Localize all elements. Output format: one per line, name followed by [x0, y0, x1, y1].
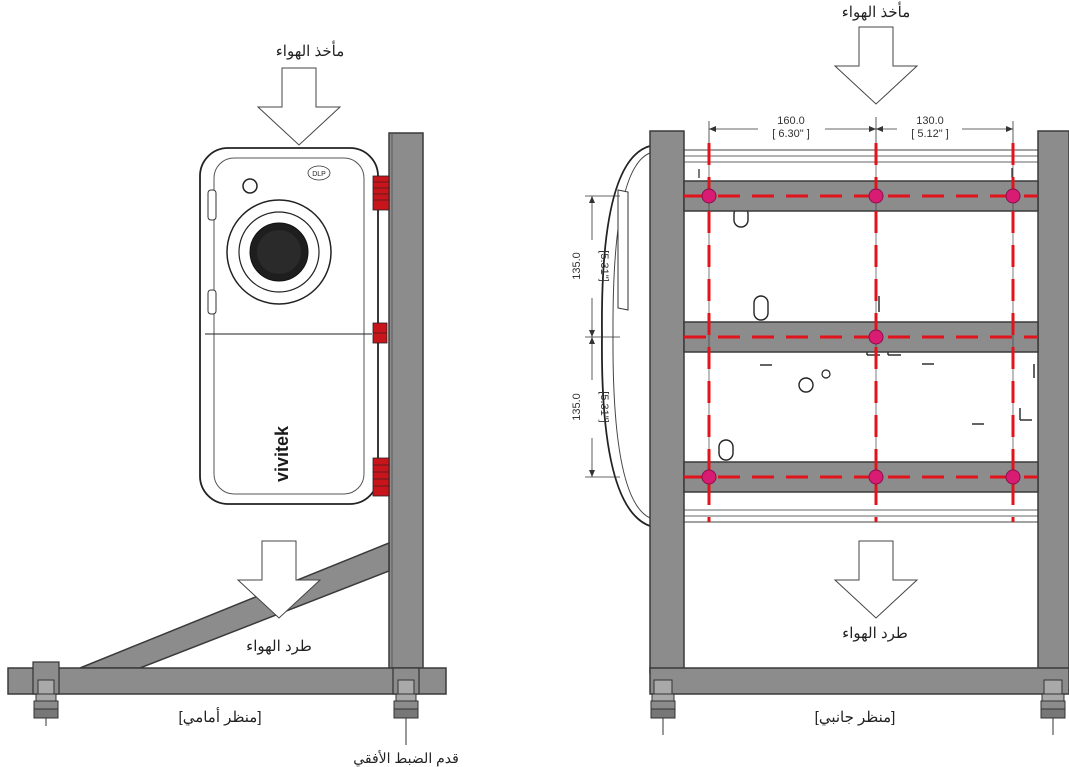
dim-horizontal-1-inch: [ 6.30" ]: [772, 128, 810, 140]
side-view: مأخذ الهواء: [571, 2, 1069, 735]
front-vertical-post: [388, 132, 424, 674]
brand-logo: vivitek: [272, 425, 292, 482]
side-vertical-dimensions: 135.0 [5.31"] 135.0 [5.31"]: [571, 195, 620, 478]
dim-horizontal-1-value: 160.0: [777, 115, 805, 127]
dim-vertical-1-inch: [5.31"]: [598, 250, 610, 281]
front-side-mount-top: [372, 175, 390, 211]
mount-point: [868, 469, 884, 485]
front-diagonal-brace: [79, 541, 390, 669]
side-air-intake-label: مأخذ الهواء: [842, 2, 911, 21]
side-right-adjust-foot: [1040, 679, 1066, 735]
front-side-mount-bottom: [372, 457, 390, 497]
front-left-adjust-foot: [32, 661, 60, 726]
side-horizontal-dimensions: 160.0 [ 6.30" ] 130.0 [ 5.12" ]: [708, 115, 1014, 145]
mount-point: [701, 188, 717, 204]
front-air-exhaust-label: طرد الهواء: [246, 638, 312, 655]
dim-horizontal-2-inch: [ 5.12" ]: [911, 128, 949, 140]
side-air-intake-arrow: [833, 26, 919, 105]
side-air-exhaust-label: طرد الهواء: [842, 625, 908, 642]
mount-point: [1005, 188, 1021, 204]
side-left-post: [649, 130, 685, 674]
front-base-beam: [7, 667, 447, 695]
dlp-badge: DLP: [307, 165, 331, 181]
side-projector-lens-panel: [617, 189, 629, 311]
front-air-intake-label: مأخذ الهواء: [276, 41, 345, 60]
adjust-foot-label: قدم الضبط الأفقي: [353, 749, 459, 767]
front-side-mount-middle: [372, 322, 388, 344]
front-view-caption: [منظر أمامي]: [179, 707, 262, 726]
svg-text:DLP: DLP: [312, 171, 326, 178]
dim-horizontal-2-value: 130.0: [916, 115, 944, 127]
front-sensor-icon: [242, 178, 258, 194]
mount-point: [868, 188, 884, 204]
side-base-beam: [649, 667, 1069, 695]
side-left-adjust-foot: [650, 679, 676, 735]
side-air-exhaust-arrow: [833, 540, 919, 619]
dim-vertical-1-value: 135.0: [571, 252, 583, 280]
front-air-exhaust-arrow: [236, 540, 322, 619]
mount-point: [1005, 469, 1021, 485]
dim-vertical-2-value: 135.0: [571, 393, 583, 421]
front-right-adjust-foot: [392, 667, 420, 745]
side-view-caption: [منظر جانبي]: [815, 709, 896, 726]
mount-points: [701, 188, 1021, 485]
front-view: مأخذ الهواء: [7, 41, 459, 767]
front-projector-body: DLP vivitek: [199, 147, 379, 505]
mount-point: [701, 469, 717, 485]
dim-vertical-2-inch: [5.31"]: [598, 391, 610, 422]
side-right-post: [1037, 130, 1069, 674]
front-air-intake-arrow: [256, 67, 342, 146]
mount-point: [868, 329, 884, 345]
